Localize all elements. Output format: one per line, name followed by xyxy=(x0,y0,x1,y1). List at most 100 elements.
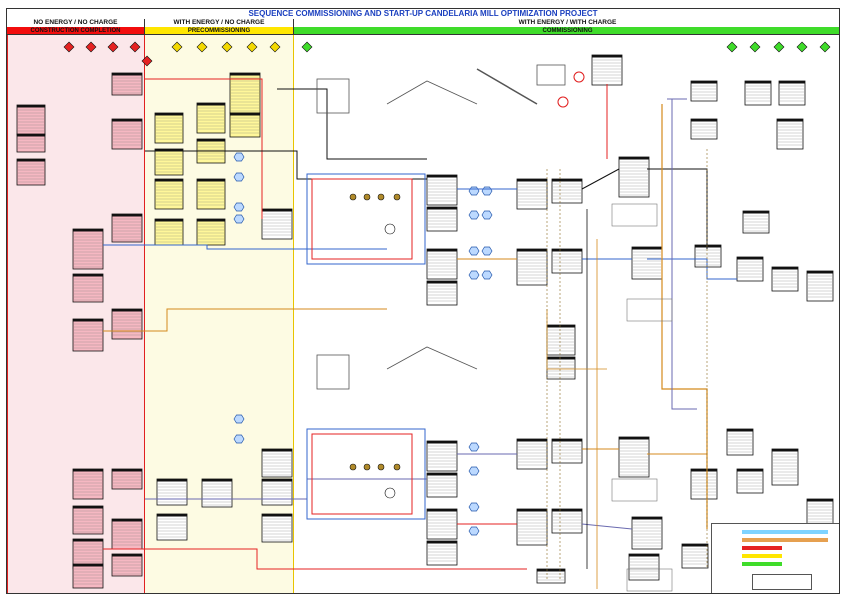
box-commissioning-29 xyxy=(776,118,804,150)
box-precommissioning-11-header xyxy=(157,514,187,517)
box-construction-b-0-header xyxy=(112,73,142,76)
connector-3 xyxy=(103,308,387,332)
box-construction-b-2-header xyxy=(112,214,142,217)
legend-swatch-orange xyxy=(742,538,828,542)
hex-node-3 xyxy=(233,214,245,224)
box-commissioning-18-header xyxy=(552,439,582,442)
box-construction-5-header xyxy=(73,319,103,322)
tower-upper xyxy=(536,64,566,86)
box-precommissioning-2-header xyxy=(155,179,183,182)
box-commissioning-10-header xyxy=(427,509,457,512)
box-commissioning-40-header xyxy=(807,499,833,502)
box-precommissioning-6-header xyxy=(197,179,225,182)
box-construction-b-4-header xyxy=(112,469,142,472)
equip-circle-3 xyxy=(349,463,357,471)
box-precommissioning-3 xyxy=(154,218,184,246)
box-construction-8-header xyxy=(73,539,103,542)
milestone-red-3 xyxy=(129,41,141,53)
mill-zone-upper-red xyxy=(311,178,413,260)
milestone-red-1 xyxy=(85,41,97,53)
box-precommissioning-3-header xyxy=(155,219,183,222)
equip-circle-4 xyxy=(363,463,371,471)
box-commissioning-13 xyxy=(516,248,548,286)
box-commissioning-13-header xyxy=(517,249,547,252)
box-commissioning-41 xyxy=(726,428,754,456)
legend-swatch-red xyxy=(742,546,782,550)
box-commissioning-19 xyxy=(551,508,583,534)
box-commissioning-37-header xyxy=(691,469,717,472)
box-precommissioning-7 xyxy=(196,218,226,246)
conveyor-upper xyxy=(476,68,538,105)
hex-node-16 xyxy=(468,502,480,512)
box-commissioning-33 xyxy=(771,266,799,292)
box-commissioning-44-header xyxy=(537,569,565,572)
box-construction-2 xyxy=(16,158,46,186)
cyclone-group-1 xyxy=(626,298,673,322)
box-commissioning-23-header xyxy=(619,437,649,440)
box-commissioning-16-header xyxy=(552,179,582,182)
equip-circle-5 xyxy=(377,463,385,471)
hex-node-11 xyxy=(481,210,493,220)
box-commissioning-1-header xyxy=(262,449,292,452)
hex-node-9 xyxy=(468,270,480,280)
box-precommissioning-1 xyxy=(154,148,184,176)
box-construction-6-header xyxy=(73,469,103,472)
box-commissioning-11-header xyxy=(427,541,457,544)
box-commissioning-26-header xyxy=(691,119,717,122)
box-construction-1 xyxy=(16,133,46,153)
hex-node-15 xyxy=(468,466,480,476)
connector-16 xyxy=(647,168,708,249)
box-commissioning-37 xyxy=(690,468,718,500)
box-commissioning-22 xyxy=(631,246,663,280)
hex-node-6 xyxy=(468,186,480,196)
milestone-yellow-1 xyxy=(196,41,208,53)
phase-bar-construction: CONSTRUCTION COMPLETION xyxy=(7,27,145,35)
box-commissioning-24 xyxy=(631,516,663,550)
milestone-red-2 xyxy=(107,41,119,53)
box-commissioning-43-header xyxy=(682,544,708,547)
hex-node-13 xyxy=(481,270,493,280)
box-precommissioning-4 xyxy=(196,102,226,134)
box-commissioning-8-header xyxy=(427,441,457,444)
hex-node-14 xyxy=(468,442,480,452)
stockpile-upper xyxy=(386,80,478,105)
box-commissioning-14-header xyxy=(517,439,547,442)
box-commissioning-20 xyxy=(591,54,623,86)
box-precommissioning-7-header xyxy=(197,219,225,222)
box-precommissioning-0-header xyxy=(155,113,183,116)
legend-swatch-green xyxy=(742,562,782,566)
box-commissioning-4-header xyxy=(427,175,457,178)
cyclone-group-0 xyxy=(611,203,658,227)
milestone-green-3 xyxy=(796,41,808,53)
box-commissioning-22-header xyxy=(632,247,662,250)
connector-6 xyxy=(277,88,427,160)
box-commissioning-34-header xyxy=(807,271,833,274)
box-commissioning-43 xyxy=(681,543,709,569)
box-commissioning-11 xyxy=(426,540,458,566)
equip-circle-2 xyxy=(377,193,385,201)
mill-zone-lower-blue xyxy=(306,428,426,520)
box-commissioning-35-header xyxy=(547,325,575,328)
milestone-yellow-4 xyxy=(269,41,281,53)
box-commissioning-25-header xyxy=(691,81,717,84)
box-commissioning-3-header xyxy=(262,514,292,517)
box-commissioning-28-header xyxy=(779,81,805,84)
hex-node-1 xyxy=(233,172,245,182)
box-construction-9-header xyxy=(73,564,103,567)
box-construction-5 xyxy=(72,318,104,352)
box-commissioning-32-header xyxy=(737,257,763,260)
hex-node-12 xyxy=(481,246,493,256)
box-commissioning-29-header xyxy=(777,119,803,122)
hex-node-17 xyxy=(468,526,480,536)
milestone-green-2 xyxy=(773,41,785,53)
box-precommissioning-11 xyxy=(156,513,188,541)
phase-bar-precommissioning: PRECOMMISSIONING xyxy=(145,27,294,35)
box-construction-b-3 xyxy=(111,308,143,340)
milestone-red-4 xyxy=(141,55,153,67)
box-commissioning-17-header xyxy=(552,249,582,252)
box-commissioning-28 xyxy=(778,80,806,106)
box-construction-b-1-header xyxy=(112,119,142,122)
hex-node-10 xyxy=(481,186,493,196)
mill-zone-upper-blue xyxy=(306,173,426,265)
box-construction-b-3-header xyxy=(112,309,142,312)
